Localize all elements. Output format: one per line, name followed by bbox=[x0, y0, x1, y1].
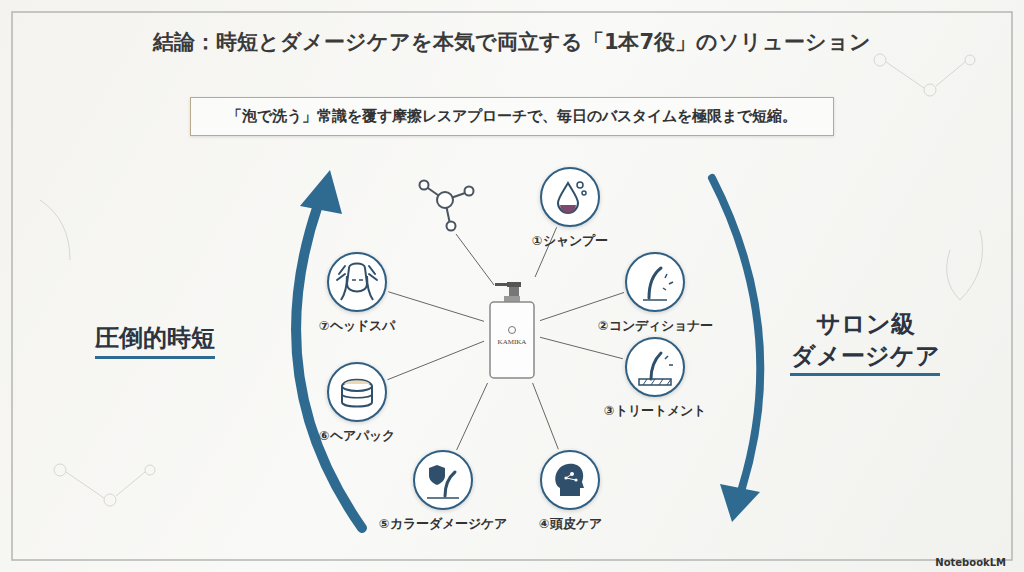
product-bottle: KAMIKA bbox=[487, 280, 537, 380]
function-label: ③トリートメント bbox=[604, 403, 706, 420]
watermark: NotebookLM bbox=[935, 557, 1006, 568]
icon-circle bbox=[413, 450, 473, 510]
icon-circle bbox=[625, 337, 685, 397]
spoke-line bbox=[540, 292, 624, 320]
function-circle: ②コンディショナー bbox=[598, 252, 713, 335]
function-label: ②コンディショナー bbox=[598, 318, 713, 335]
icon-circle bbox=[327, 362, 387, 422]
function-circle: ⑦ヘッドスパ bbox=[319, 252, 395, 335]
function-label: ⑤カラーダメージケア bbox=[379, 516, 507, 533]
function-icon bbox=[415, 452, 471, 508]
slide-title: 結論：時短とダメージケアを本気で両立する「1本7役」のソリューション bbox=[0, 28, 1024, 56]
subtitle-text: 「泡で洗う」常識を覆す摩擦レスアプローチで、毎日のバスタイムを極限まで短縮。 bbox=[227, 107, 797, 125]
function-circle: ①シャンプー bbox=[532, 167, 608, 250]
function-circle: ⑤カラーダメージケア bbox=[379, 450, 507, 533]
function-label: ④頭皮ケア bbox=[539, 516, 602, 533]
icon-circle bbox=[540, 450, 600, 510]
function-icon bbox=[329, 254, 385, 310]
bottle-outline bbox=[487, 280, 537, 380]
function-icon bbox=[627, 254, 683, 310]
spoke-line bbox=[457, 383, 488, 450]
brand-text: KAMIKA bbox=[487, 338, 537, 346]
function-icon bbox=[542, 169, 598, 225]
spoke-line bbox=[387, 341, 484, 380]
function-label: ①シャンプー bbox=[532, 233, 608, 250]
function-circle: ⑥ヘアパック bbox=[319, 362, 395, 445]
function-icon bbox=[627, 339, 683, 395]
spoke-line bbox=[533, 383, 559, 449]
function-circle: ③トリートメント bbox=[604, 337, 706, 420]
function-label: ⑦ヘッドスパ bbox=[319, 318, 395, 335]
icon-circle bbox=[327, 252, 387, 312]
function-icon bbox=[542, 452, 598, 508]
spoke-line bbox=[540, 337, 623, 358]
function-label: ⑥ヘアパック bbox=[319, 428, 395, 445]
side-heading: サロン級 ダメージケア bbox=[790, 308, 940, 376]
function-icon bbox=[329, 364, 385, 420]
spoke-line bbox=[388, 292, 484, 322]
side-heading: 圧倒的時短 bbox=[95, 322, 215, 359]
icon-circle bbox=[625, 252, 685, 312]
icon-circle bbox=[540, 167, 600, 227]
subtitle-banner: 「泡で洗う」常識を覆す摩擦レスアプローチで、毎日のバスタイムを極限まで短縮。 bbox=[190, 97, 834, 136]
function-circle: ④頭皮ケア bbox=[539, 450, 602, 533]
